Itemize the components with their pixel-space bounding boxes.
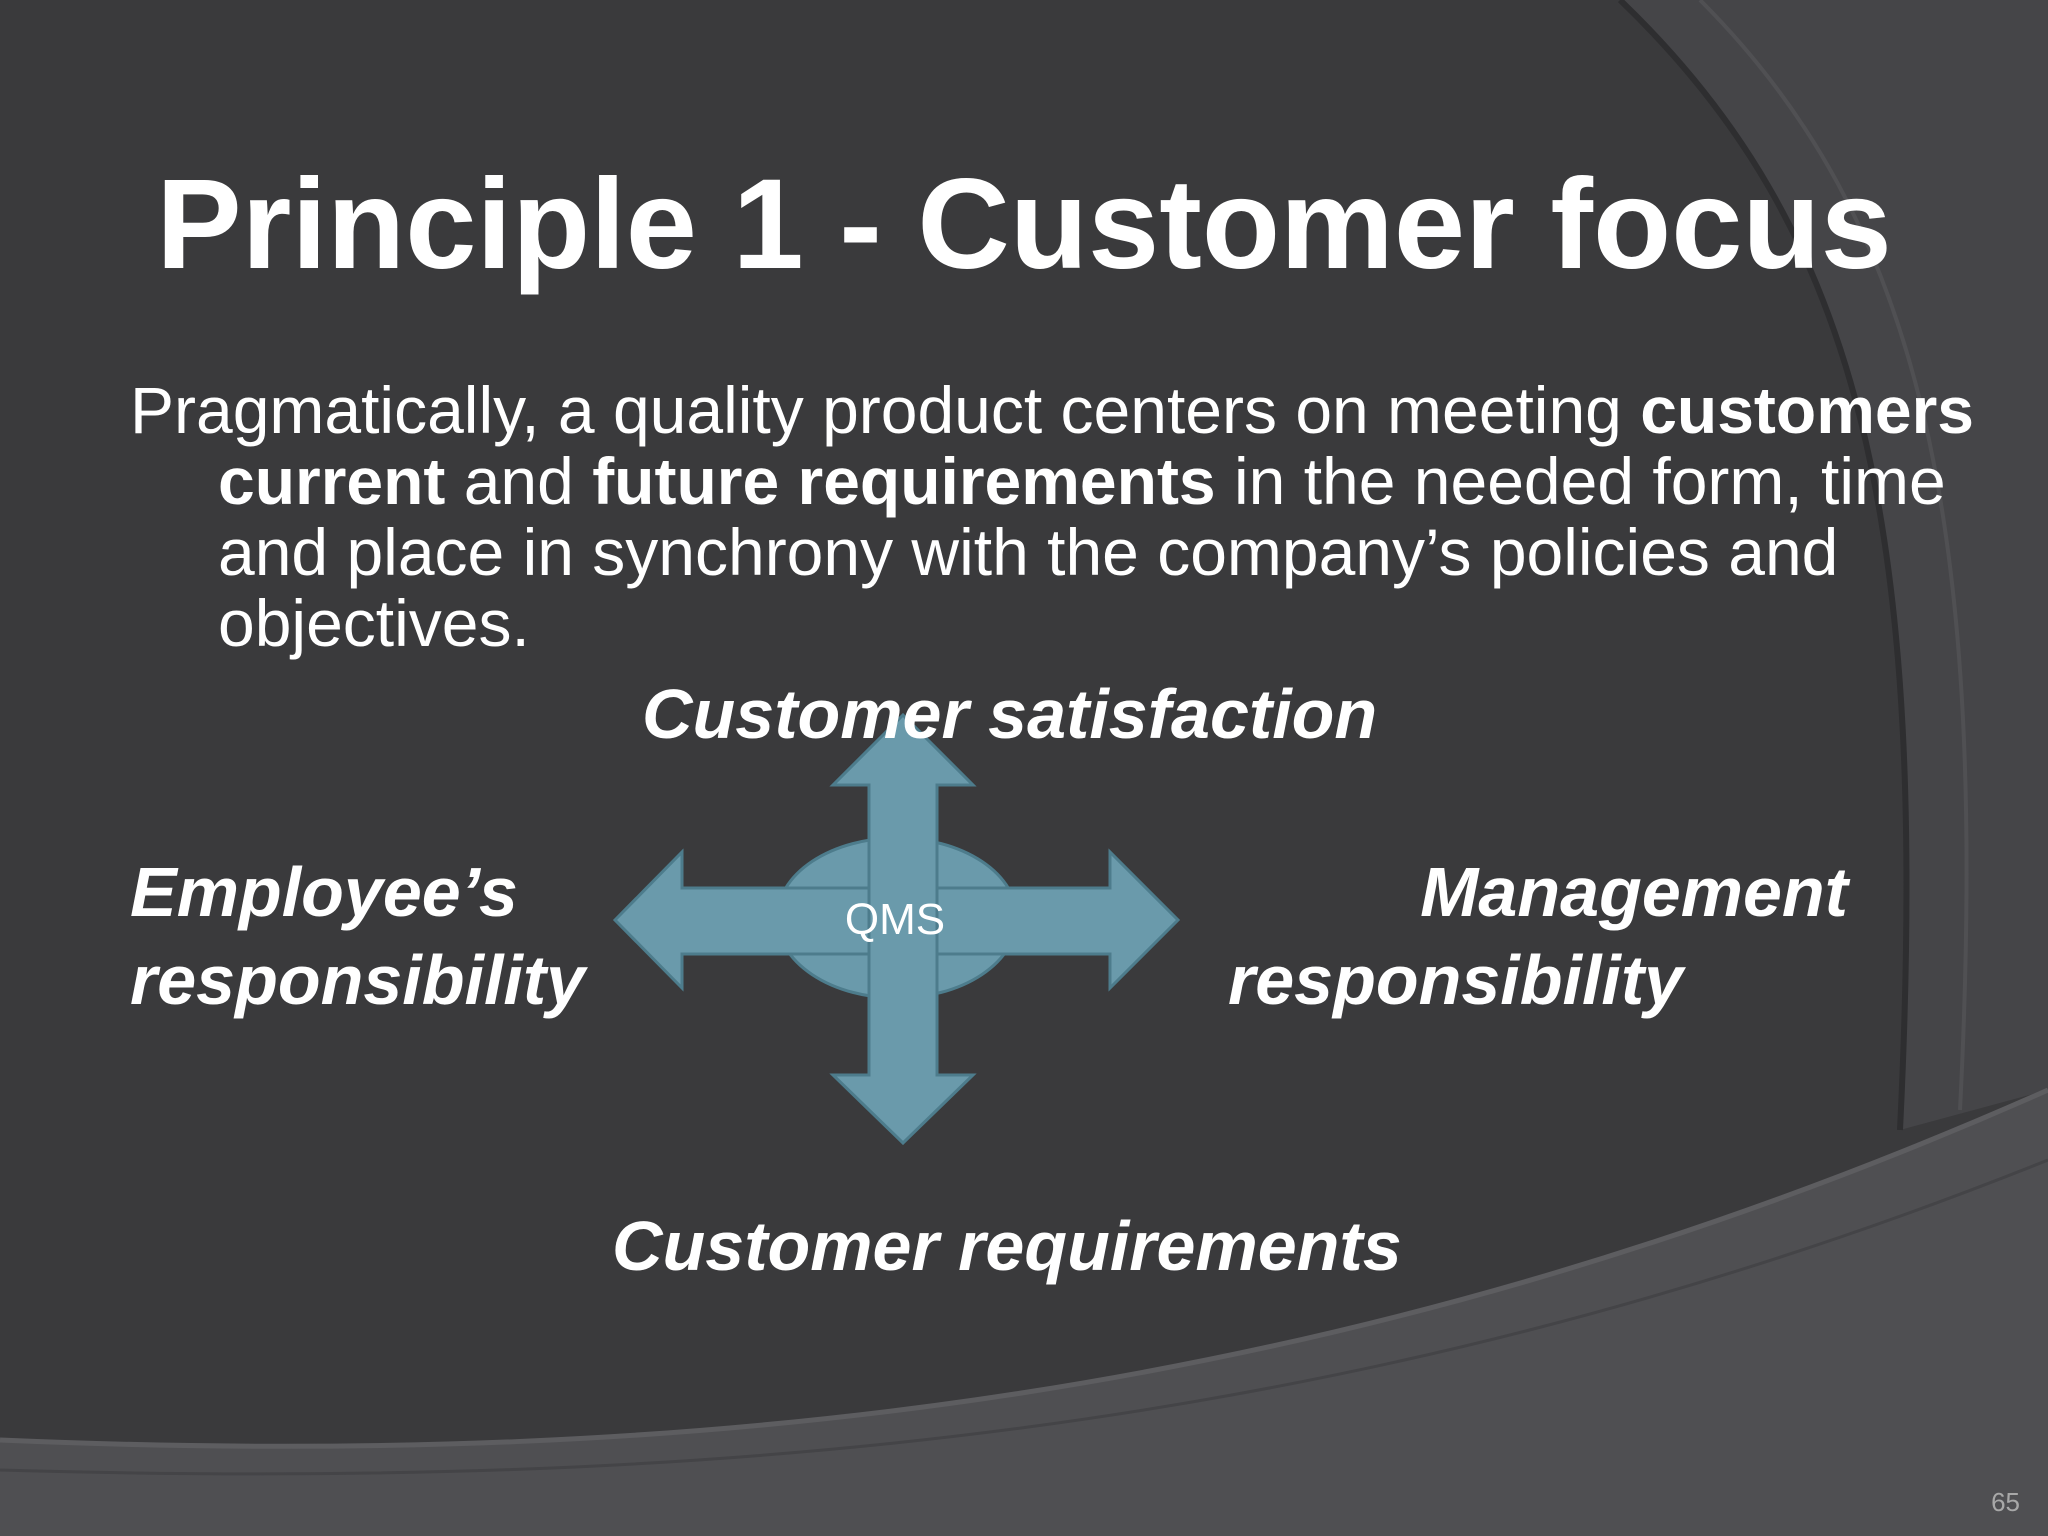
label-management-line1: Management [1420,853,1848,931]
body-text-part2: and [445,444,593,518]
body-bold-current: customers current [218,373,1975,518]
label-management-responsibility: Management responsibility [1228,848,1848,1024]
label-employee-responsibility: Employee’s responsibility [130,848,585,1024]
body-bold-future: future requirements [592,444,1216,518]
vertical-arrow [829,712,977,1146]
label-customer-satisfaction: Customer satisfaction [642,675,1378,753]
label-employee-line2: responsibility [130,941,586,1019]
label-customer-requirements: Customer requirements [612,1207,1402,1285]
label-management-line2: responsibility [1228,941,1684,1019]
body-text-part1: Pragmatically, a quality product centers… [130,373,1641,447]
slide-title: Principle 1 - Customer focus [156,153,1892,296]
page-number: 65 [1991,1487,2020,1517]
label-employee-line1: Employee’s [130,853,518,931]
body-paragraph: Pragmatically, a quality product centers… [130,375,2018,659]
qms-label: QMS [844,895,946,944]
body-text-part3: in the needed form, time and place in sy… [218,444,1946,660]
